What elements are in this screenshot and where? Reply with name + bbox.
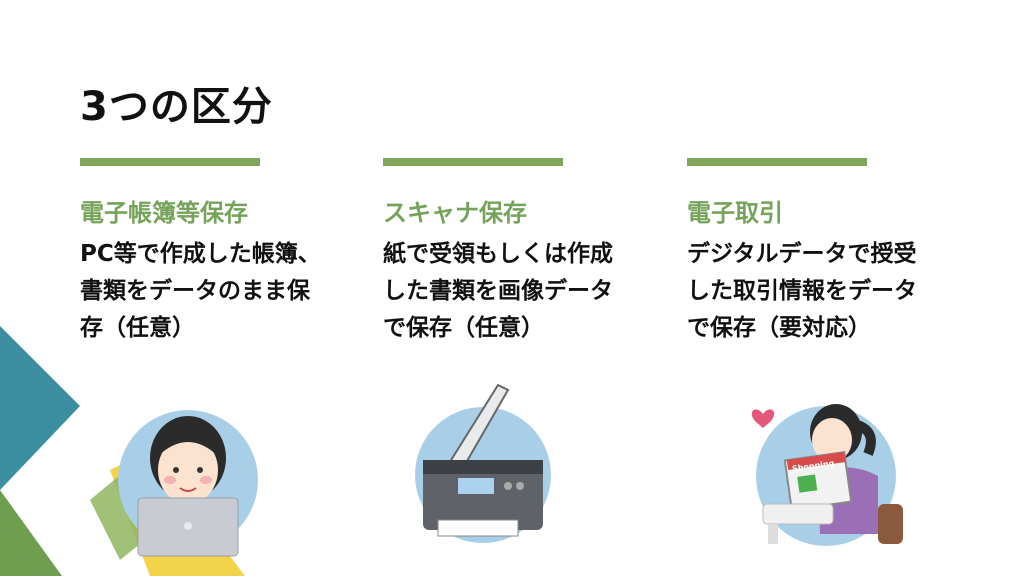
category-heading: 電子帳簿等保存	[80, 199, 248, 227]
category-digital-books: 電子帳簿等保存 PC等で作成した帳簿、書類をデータのまま保存（任意）	[80, 158, 350, 347]
person-laptop-illustration	[118, 410, 258, 557]
category-description: デジタルデータで授受した取引情報をデータで保存（要対応）	[687, 241, 917, 341]
category-heading: スキャナ保存	[383, 199, 527, 227]
heart-icon	[751, 409, 775, 428]
scanner-illustration	[415, 383, 551, 543]
page-title: 3つの区分	[80, 84, 273, 130]
accent-bar	[383, 158, 563, 166]
category-description: PC等で作成した帳簿、書類をデータのまま保存（任意）	[80, 241, 321, 341]
accent-bar	[80, 158, 260, 166]
category-heading: 電子取引	[687, 199, 783, 227]
online-shopping-illustration: Shopping	[751, 404, 903, 546]
category-description: 紙で受領もしくは作成した書類を画像データで保存（任意）	[383, 241, 613, 341]
category-e-transactions: 電子取引 デジタルデータで授受した取引情報をデータで保存（要対応）	[687, 158, 957, 347]
accent-bar	[687, 158, 867, 166]
category-scanner-storage: スキャナ保存 紙で受領もしくは作成した書類を画像データで保存（任意）	[383, 158, 653, 347]
